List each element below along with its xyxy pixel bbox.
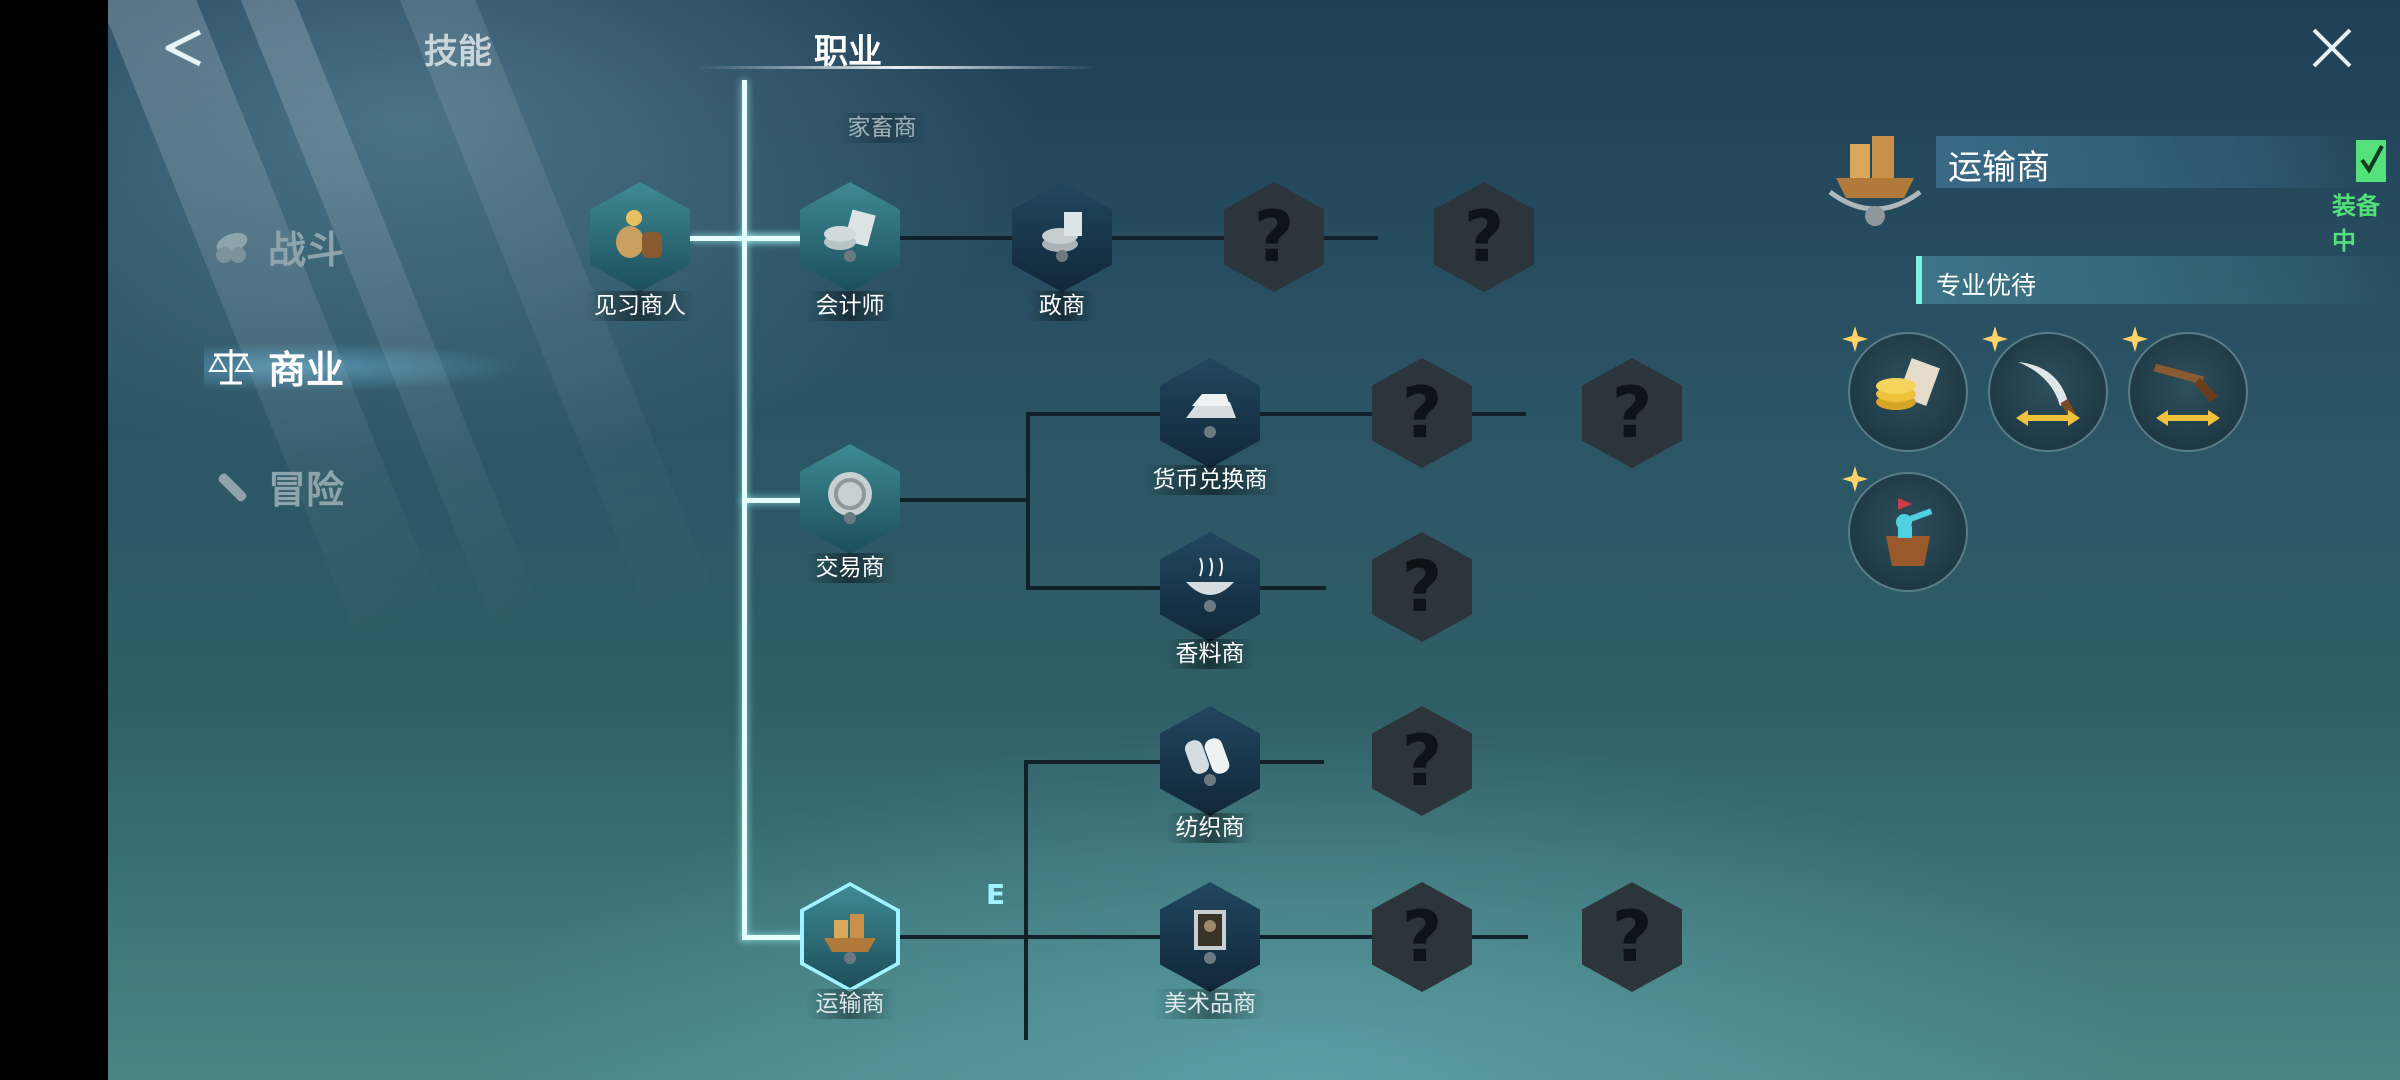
tree-line (1026, 412, 1526, 416)
spice-bowl-icon (1186, 557, 1234, 612)
node-politician-merchant[interactable] (1012, 182, 1112, 292)
silver-coin-icon (828, 472, 872, 524)
tree-line (898, 498, 1028, 502)
tree-line (742, 935, 842, 940)
coin-sacks-icon (616, 210, 662, 258)
perk-slot-1[interactable] (1842, 326, 1968, 452)
tab-skill[interactable]: 技能 (424, 32, 492, 72)
tree-line (742, 236, 842, 241)
tree-line (742, 498, 842, 503)
node-label-art: 美术品商 (1110, 984, 1310, 1019)
equipped-status: 装备中 (2332, 192, 2380, 255)
node-label-textile: 纺织商 (1110, 808, 1310, 843)
category-battle-label: 战斗 (268, 227, 345, 272)
cargo-ship-icon (824, 914, 876, 964)
node-textile-merchant[interactable] (1160, 706, 1260, 816)
flintlock-swap-icon (2153, 363, 2220, 426)
active-tab-underline (698, 66, 1098, 69)
portrait-painting-icon (1194, 910, 1226, 964)
transporter-emblem-icon (1828, 136, 1922, 226)
node-label-politician: 政商 (962, 286, 1162, 321)
balance-scale-icon (208, 349, 254, 385)
node-label-currency-exchanger: 货币兑换商 (1110, 460, 1310, 495)
perk-section-title: 专业优待 (1936, 271, 2037, 300)
sparkle-icon (1842, 326, 1868, 352)
node-currency-exchanger[interactable] (1160, 358, 1260, 468)
node-locked[interactable]: ? (1372, 706, 1472, 816)
category-battle[interactable]: 战斗 (208, 216, 344, 276)
category-commerce[interactable]: 商业 (208, 336, 344, 396)
perk-section-bar (1916, 256, 2396, 304)
node-label-apprentice: 见习商人 (540, 286, 740, 321)
node-locked[interactable]: ? (1582, 882, 1682, 992)
node-locked[interactable]: ? (1434, 182, 1534, 292)
coins-document-icon (1876, 358, 1940, 410)
cloth-rolls-icon (1184, 738, 1230, 786)
coin-stack-icon (1042, 212, 1082, 262)
node-label-accountant: 会计师 (750, 286, 950, 321)
node-label-transporter: 运输商 (750, 984, 950, 1019)
silver-ingot-icon (1186, 394, 1236, 438)
tree-line (898, 236, 1378, 240)
category-adventure[interactable]: 冒险 (208, 456, 344, 516)
lookout-spyglass-icon (1886, 498, 1933, 566)
spyglass-icon (218, 473, 247, 502)
tree-trunk-line (742, 80, 747, 940)
perk-slot-3[interactable] (2122, 326, 2248, 452)
node-locked[interactable]: ? (1582, 358, 1682, 468)
category-adventure-label: 冒险 (268, 467, 345, 512)
node-label-trader: 交易商 (750, 548, 950, 583)
cannon-icon (216, 232, 248, 263)
node-locked[interactable]: ? (1372, 358, 1472, 468)
tree-line (1024, 760, 1028, 1040)
current-career-name: 运输商 (1948, 148, 2050, 188)
coins-ledger-icon (824, 209, 876, 262)
node-label-spice: 香料商 (1110, 634, 1310, 669)
back-arrow-icon[interactable] (154, 26, 214, 70)
tree-line (1026, 412, 1030, 590)
node-label-livestock: 家畜商 (782, 108, 982, 143)
node-locked[interactable]: ? (1372, 882, 1472, 992)
sparkle-icon (1842, 466, 1868, 492)
node-locked[interactable]: ? (1372, 532, 1472, 642)
node-spice-merchant[interactable] (1160, 532, 1260, 642)
node-art-dealer[interactable] (1160, 882, 1260, 992)
sparkle-icon (2122, 326, 2148, 352)
light-ray (399, 0, 727, 648)
close-icon[interactable] (2308, 24, 2356, 72)
node-accountant[interactable] (800, 182, 900, 292)
node-trader[interactable] (800, 444, 900, 554)
selected-category-glow (204, 342, 524, 392)
sparkle-icon (1982, 326, 2008, 352)
perk-section-accent (1916, 256, 1922, 304)
tab-career[interactable]: 职业 (814, 32, 882, 72)
node-transporter[interactable] (800, 882, 900, 992)
perk-slot-4[interactable] (1842, 466, 1968, 592)
current-career-bar (1936, 136, 2376, 188)
node-locked[interactable]: ? (1224, 182, 1324, 292)
scimitar-swap-icon (2016, 362, 2080, 426)
node-apprentice-merchant[interactable] (590, 182, 690, 292)
perk-slot-2[interactable] (1982, 326, 2108, 452)
game-screen: 技能 职业 战斗 商业 冒险 (108, 0, 2400, 1080)
equipped-badge: E (986, 878, 1006, 911)
category-commerce-label: 商业 (268, 347, 345, 392)
equipped-check-icon (2356, 140, 2386, 182)
